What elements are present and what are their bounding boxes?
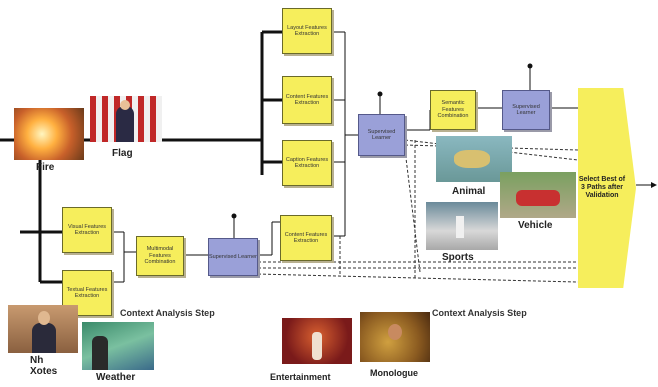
- fire-label: Fire: [36, 162, 55, 173]
- animal-thumbnail: [436, 136, 512, 182]
- news-label: Nh Xotes: [30, 355, 58, 377]
- context-step-label-1: Context Analysis Step: [120, 308, 215, 318]
- entertainment-thumbnail: [282, 318, 352, 364]
- caption-features-box: Caption Features Extraction: [282, 140, 332, 186]
- content-features-top-box: Content Features Extraction: [282, 76, 332, 124]
- news-thumbnail: [8, 305, 78, 353]
- weather-label: Weather: [96, 372, 136, 383]
- vehicle-label: Vehicle: [518, 220, 553, 231]
- supervised-learner-2: Supervised Learner: [208, 238, 258, 276]
- sports-label: Sports: [442, 252, 474, 263]
- flag-thumbnail: [90, 96, 162, 142]
- flag-label: Flag: [112, 148, 133, 159]
- weather-thumbnail: [82, 322, 154, 370]
- sports-thumbnail: [426, 202, 498, 250]
- context-step-label-2: Context Analysis Step: [432, 308, 527, 318]
- entertainment-label: Entertainment: [270, 372, 331, 382]
- monologue-label: Monologue: [370, 368, 418, 378]
- supervised-learner-3: Supervised Learner: [502, 90, 550, 130]
- select-best-box: Select Best of 3 Paths after Validation: [578, 88, 636, 288]
- multimodal-combination-box: Multimodal Features Combination: [136, 236, 184, 276]
- vehicle-thumbnail: [500, 172, 576, 218]
- content-features-low-box: Content Features Extraction: [280, 215, 332, 261]
- layout-features-box: Layout Features Extraction: [282, 8, 332, 54]
- fire-thumbnail: [14, 108, 84, 160]
- supervised-learner-1: Supervised Learner: [358, 114, 405, 156]
- animal-label: Animal: [452, 186, 486, 197]
- semantic-combination-box: Semantic Features Combination: [430, 90, 476, 130]
- visual-features-box: Visual Features Extraction: [62, 207, 112, 253]
- monologue-thumbnail: [360, 312, 430, 362]
